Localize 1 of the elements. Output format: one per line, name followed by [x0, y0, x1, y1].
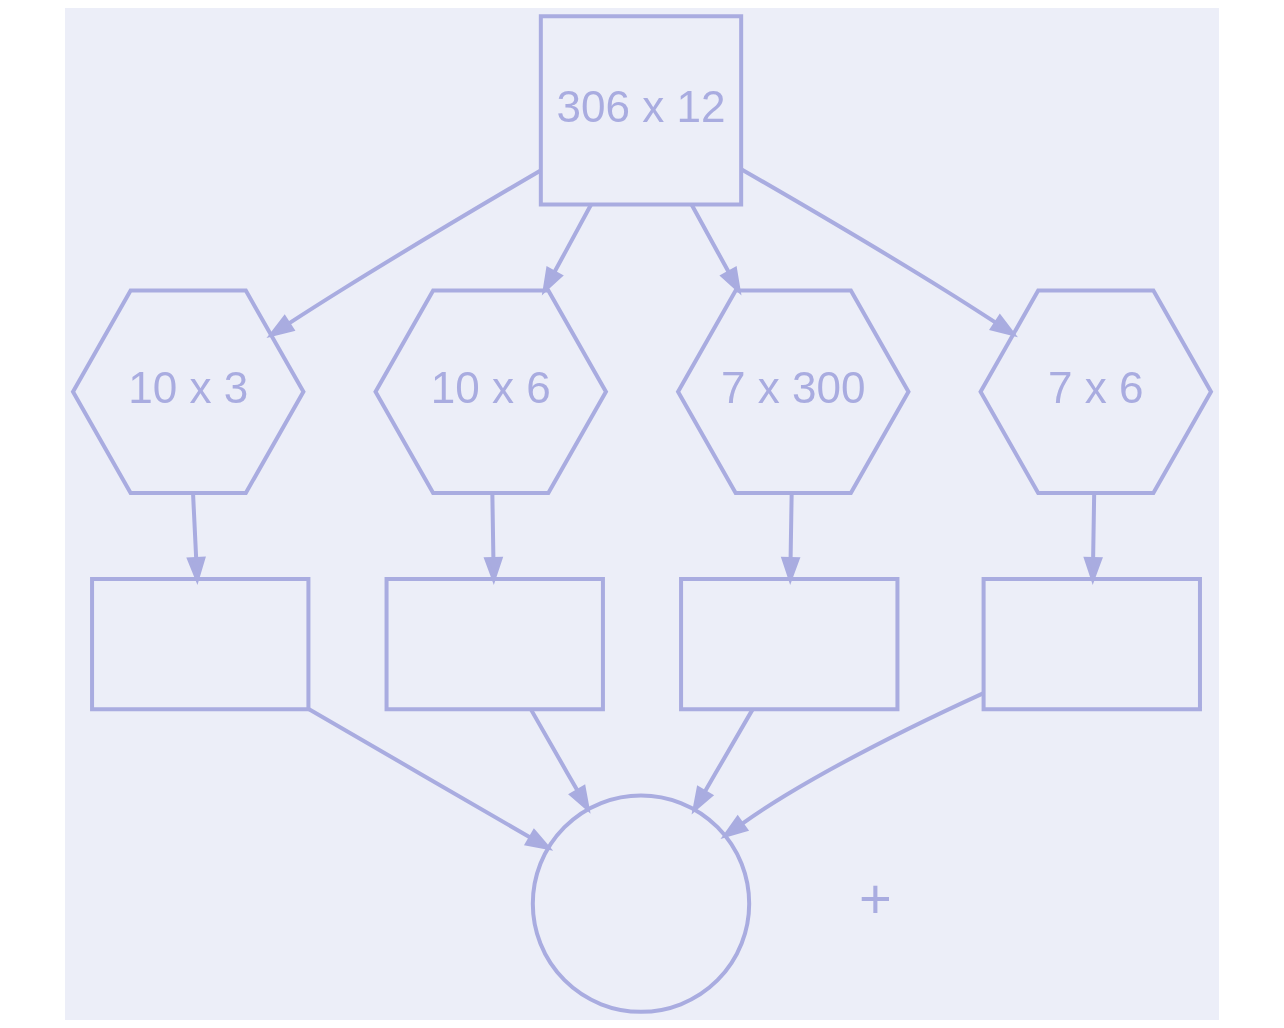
label: +	[859, 866, 892, 930]
